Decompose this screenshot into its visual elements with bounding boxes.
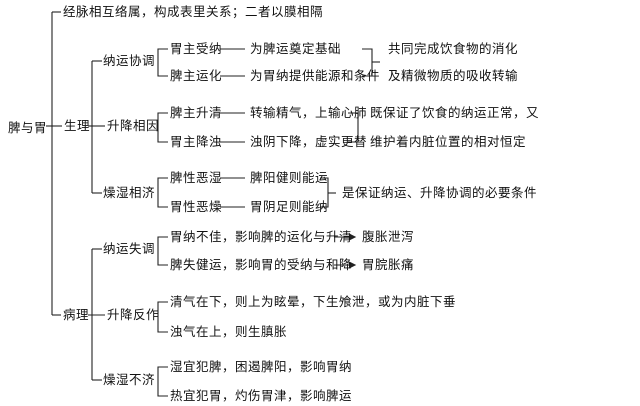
item-desc: 胃阴足则能纳	[250, 199, 329, 214]
item-text: 热宜犯胃，灼伤胃津，影响脾运	[170, 388, 353, 403]
item-name: 脾主运化	[170, 68, 223, 83]
item-desc: 浊阴下降，虚实更替	[250, 134, 368, 149]
item-desc: 转输精气，上输心肺	[250, 105, 368, 120]
nayun-xietiao-node: 纳运协调	[103, 53, 156, 68]
item-text: 湿宜犯脾，困遏脾阳，影响胃纳	[170, 359, 353, 374]
cause-text: 胃纳不佳，影响脾的运化与升清	[170, 229, 353, 244]
item-desc: 脾阳健则能运	[250, 170, 329, 185]
result-text: 胃脘胀痛	[362, 257, 415, 272]
summary-line: 既保证了饮食的纳运正常，又	[370, 105, 540, 120]
summary-line: 共同完成饮食物的消化	[388, 41, 519, 56]
pathology-node: 病理	[63, 307, 90, 322]
zaoshi-buji-node: 燥湿不济	[103, 372, 156, 387]
physiology-node: 生理	[64, 118, 91, 133]
item-name: 胃主受纳	[170, 41, 223, 56]
item-name: 胃性恶燥	[170, 199, 223, 214]
zaoshi-xiangji-node: 燥湿相济	[103, 185, 156, 200]
item-desc: 为脾运奠定基础	[250, 41, 342, 56]
cause-text: 脾失健运，影响胃的受纳与和降	[170, 257, 353, 272]
item-text: 浊气在上，则生䐜胀	[170, 324, 288, 339]
root-node: 脾与胃	[8, 120, 48, 135]
summary-line: 是保证纳运、升降协调的必要条件	[342, 185, 538, 200]
item-name: 脾性恶湿	[170, 170, 223, 185]
item-desc: 为胃纳提供能源和条件	[250, 68, 381, 83]
item-text: 清气在下，则上为眩晕，下生飧泄，或为内脏下垂	[170, 294, 457, 309]
item-name: 脾主升清	[170, 105, 223, 120]
result-text: 腹胀泄泻	[362, 229, 415, 244]
summary-line: 及精微物质的吸收转输	[388, 68, 519, 83]
nayun-shitiao-node: 纳运失调	[103, 241, 156, 256]
summary-line: 维护着内脏位置的相对恒定	[370, 134, 527, 149]
item-name: 胃主降浊	[170, 134, 223, 149]
meridian-relation: 经脉相互络属，构成表里关系；二者以膜相隔	[63, 4, 324, 19]
shengjiang-xiangyin-node: 升降相因	[107, 118, 160, 133]
shengjiang-fanzuo-node: 升降反作	[107, 307, 160, 322]
